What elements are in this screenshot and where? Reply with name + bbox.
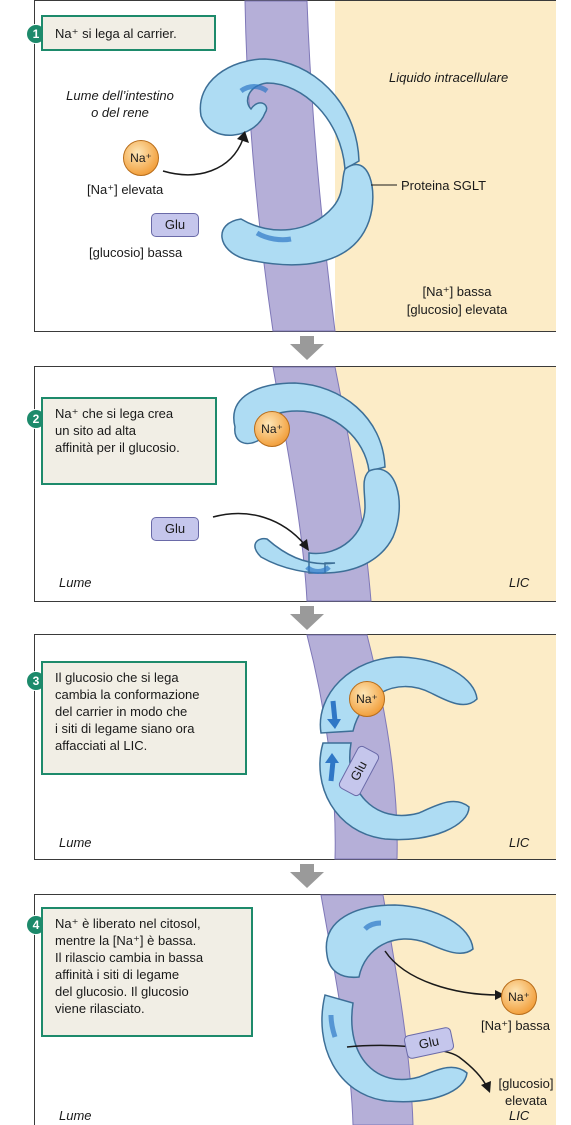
- sglt-upper-lobe: [199, 58, 360, 171]
- intracellular-label: Liquido intracellulare: [389, 70, 509, 85]
- sglt-lower-lobe: [321, 994, 468, 1103]
- step-text: Il glucosio che si lega cambia la confor…: [55, 670, 200, 753]
- curved-arrow-icon: [346, 1044, 488, 1088]
- sodium-low-label: [Na⁺] bassa: [481, 1018, 551, 1033]
- sglt-lower-lobe: [319, 742, 470, 841]
- sodium-high-label: [Na⁺] elevata: [87, 182, 164, 197]
- panel-step-3: 3 Il glucosio che si lega cambia la conf…: [26, 634, 556, 860]
- lic-label: LIC: [509, 835, 530, 850]
- glucose-high-label: [glucosio] elevata: [498, 1076, 554, 1108]
- step-description: Il glucosio che si lega cambia la confor…: [41, 661, 247, 775]
- lic-label: LIC: [509, 575, 530, 590]
- down-arrow-icon: [290, 336, 324, 360]
- panel-1-graphic: [162, 0, 556, 332]
- sodium-ion: Na⁺: [254, 411, 290, 447]
- curved-arrow-icon: [384, 950, 500, 996]
- sglt-lower-lobe: [254, 468, 400, 574]
- glucose-molecule: Glu: [151, 213, 199, 237]
- step-description: Na⁺ si lega al carrier.: [41, 15, 216, 51]
- curved-arrow-icon: [212, 512, 306, 546]
- panel-step-4: 4 Na⁺ è liberato nel citosol, mentre la …: [26, 894, 556, 1125]
- panel-4-graphic: [320, 894, 556, 1125]
- step-description: Na⁺ è liberato nel citosol, mentre la [N…: [41, 907, 253, 1037]
- sodium-low-label: [Na⁺] bassa: [422, 284, 492, 299]
- panel-step-1: 1 Na⁺ si lega al carrier. Lume dell’inte…: [26, 0, 556, 332]
- step-text: Na⁺ si lega al carrier.: [55, 26, 177, 41]
- sodium-ion: Na⁺: [349, 681, 385, 717]
- down-arrow-icon: [290, 864, 324, 888]
- curved-arrow-icon: [162, 138, 244, 176]
- sodium-ion: Na⁺: [501, 979, 537, 1015]
- lumen-label: Lume: [59, 835, 92, 850]
- step-text: Na⁺ che si lega crea un sito ad alta aff…: [55, 406, 180, 455]
- lumen-label: Lume: [59, 575, 92, 590]
- glucose-low-label: [glucosio] bassa: [89, 245, 183, 260]
- panel-step-2: 2 Na⁺ che si lega crea un sito ad alta a…: [26, 366, 556, 602]
- glucose-molecule: Glu: [151, 517, 199, 541]
- lic-label: LIC: [509, 1108, 530, 1123]
- lumen-label: Lume dell’intestino o del rene: [66, 88, 174, 120]
- protein-label: Proteina SGLT: [401, 178, 487, 193]
- lumen-label: Lume: [59, 1108, 92, 1123]
- step-description: Na⁺ che si lega crea un sito ad alta aff…: [41, 397, 217, 485]
- sodium-ion: Na⁺: [123, 140, 159, 176]
- sglt-upper-lobe: [325, 904, 474, 979]
- step-text: Na⁺ è liberato nel citosol, mentre la [N…: [55, 916, 204, 1016]
- down-arrow-icon: [290, 606, 324, 630]
- glucose-high-label: [glucosio] elevata: [406, 302, 508, 317]
- panel-2-graphic: [212, 366, 556, 602]
- sglt-lower-lobe: [221, 163, 374, 266]
